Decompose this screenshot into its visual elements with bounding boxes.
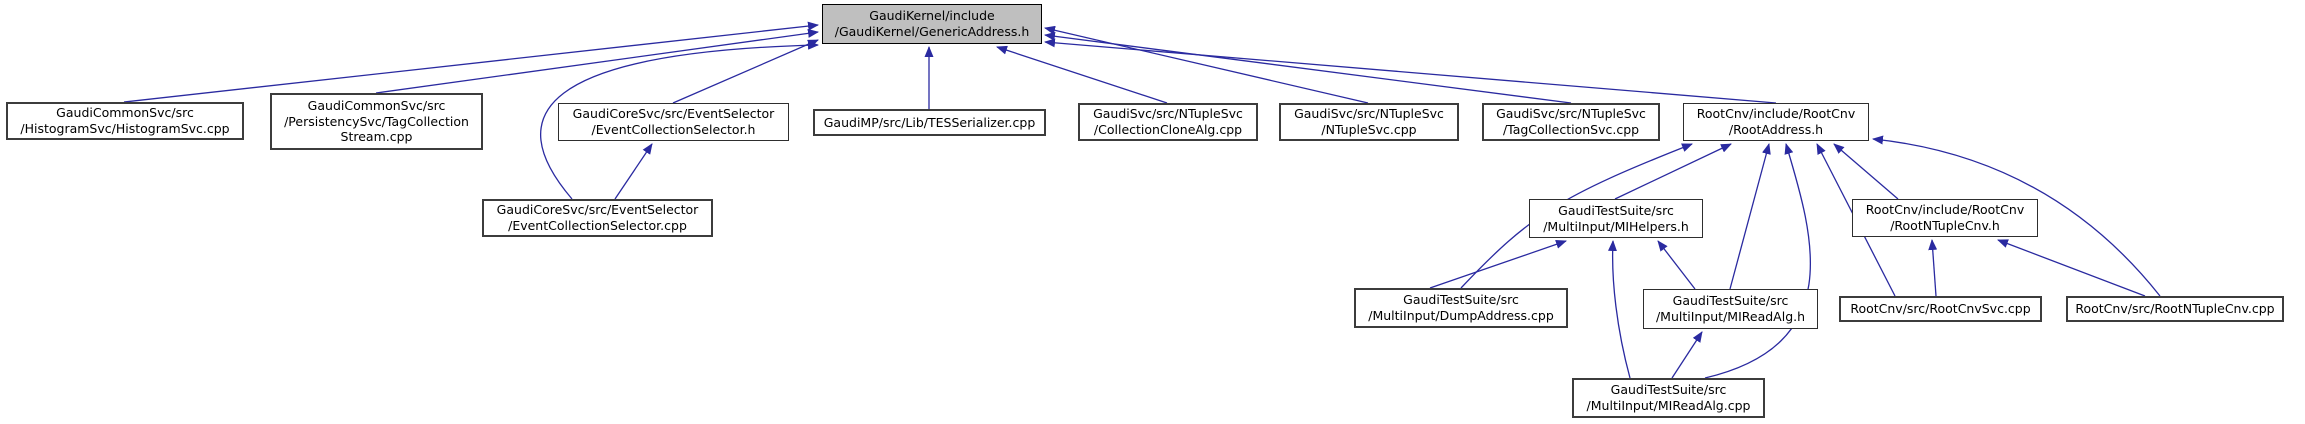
node-label-line: /MultiInput/DumpAddress.cpp <box>1368 308 1554 323</box>
edge-evcollsel-h--generic <box>672 39 819 104</box>
edge-evcollsel-cpp--generic <box>539 40 819 200</box>
edge-rootcnvsvc--rootntuplecnv-h <box>1928 239 1938 297</box>
node-label-line: GaudiTestSuite/src <box>1610 382 1727 398</box>
edge-dumpaddress--mihelpers <box>1429 240 1567 289</box>
node-label-line: /NTupleSvc.cpp <box>1321 122 1417 137</box>
node-label-line: /MultiInput/MIHelpers.h <box>1543 218 1689 234</box>
node-label-line: /CollectionCloneAlg.cpp <box>1093 122 1243 137</box>
node-label-line: GaudiMP/src/Lib/TESSerializer.cpp <box>823 114 1036 130</box>
edge-tagcollstream--generic <box>375 28 819 94</box>
edge-mireadalg-cpp--rootaddress <box>1704 143 1812 379</box>
node-tesserializer[interactable]: GaudiMP/src/Lib/TESSerializer.cpp <box>813 109 1046 136</box>
node-label-line: /HistogramSvc/HistogramSvc.cpp <box>20 121 230 136</box>
node-label-line: GaudiCommonSvc/src <box>56 105 194 121</box>
node-rootcnvsvc[interactable]: RootCnv/src/RootCnvSvc.cpp <box>1839 296 2042 322</box>
node-label-line: GaudiKernel/include <box>869 8 995 24</box>
node-label-line: /RootNTupleCnv.h <box>1890 218 2000 233</box>
node-label-line: GaudiCoreSvc/src/EventSelector <box>496 202 699 218</box>
edge-mireadalg-h--rootaddress <box>1729 143 1771 290</box>
edges-group <box>123 21 2161 379</box>
edge-rootntuplecnv-cpp--rootntuplecnv-h <box>1997 239 2146 297</box>
node-collclone[interactable]: GaudiSvc/src/NTupleSvc/CollectionCloneAl… <box>1078 103 1258 141</box>
node-label-line: RootCnv/src/RootNTupleCnv.cpp <box>2075 301 2275 317</box>
edge-histogramsvc--generic <box>123 21 819 103</box>
node-evcollsel-h[interactable]: GaudiCoreSvc/src/EventSelector/EventColl… <box>558 103 789 141</box>
node-evcollsel-cpp[interactable]: GaudiCoreSvc/src/EventSelector/EventColl… <box>482 199 713 237</box>
edge-mihelpers--rootaddress <box>1614 143 1732 200</box>
node-label-line: GaudiTestSuite/src <box>1672 293 1789 309</box>
node-dumpaddress[interactable]: GaudiTestSuite/src/MultiInput/DumpAddres… <box>1354 288 1568 328</box>
node-label-line: /TagCollectionSvc.cpp <box>1502 122 1640 137</box>
node-label-line: RootCnv/src/RootCnvSvc.cpp <box>1850 301 2031 317</box>
node-label-line: /MultiInput/MIReadAlg.cpp <box>1586 398 1751 413</box>
node-label-line: RootCnv/include/RootCnv <box>1865 202 2025 218</box>
node-mireadalg-h[interactable]: GaudiTestSuite/src/MultiInput/MIReadAlg.… <box>1643 289 1818 329</box>
node-label-line: GaudiCommonSvc/src <box>307 98 446 114</box>
node-mihelpers[interactable]: GaudiTestSuite/src/MultiInput/MIHelpers.… <box>1529 199 1703 238</box>
node-label-line: /EventCollectionSelector.cpp <box>508 218 687 233</box>
node-label-line: GaudiSvc/src/NTupleSvc <box>1496 106 1646 122</box>
edge-evcollsel-cpp--evcollsel-h <box>614 143 653 200</box>
edge-mireadalg-cpp--mihelpers <box>1607 240 1631 379</box>
node-label-line: Stream.cpp <box>340 129 413 145</box>
node-label-line: GaudiCoreSvc/src/EventSelector <box>572 106 775 122</box>
node-histogramsvc[interactable]: GaudiCommonSvc/src/HistogramSvc/Histogra… <box>6 102 244 140</box>
node-label-line: /GaudiKernel/GenericAddress.h <box>834 24 1030 39</box>
node-mireadalg-cpp[interactable]: GaudiTestSuite/src/MultiInput/MIReadAlg.… <box>1572 378 1765 418</box>
edge-rootntuplecnv-h--rootaddress <box>1833 143 1899 200</box>
node-label-line: /EventCollectionSelector.h <box>591 122 756 137</box>
edge-collclone--generic <box>996 45 1168 104</box>
edge-ntuplesvc--generic <box>1044 25 1369 104</box>
edge-rootaddress--generic <box>1044 38 1777 104</box>
node-tagcollsvc[interactable]: GaudiSvc/src/NTupleSvc/TagCollectionSvc.… <box>1482 103 1660 141</box>
node-label-line: RootCnv/include/RootCnv <box>1696 106 1856 122</box>
node-rootaddress[interactable]: RootCnv/include/RootCnv/RootAddress.h <box>1683 103 1869 141</box>
node-tagcollstream[interactable]: GaudiCommonSvc/src/PersistencySvc/TagCol… <box>270 93 483 150</box>
node-ntuplesvc[interactable]: GaudiSvc/src/NTupleSvc/NTupleSvc.cpp <box>1279 103 1459 141</box>
node-rootntuplecnv-h[interactable]: RootCnv/include/RootCnv/RootNTupleCnv.h <box>1852 199 2038 237</box>
node-label-line: GaudiSvc/src/NTupleSvc <box>1093 106 1243 122</box>
node-generic: GaudiKernel/include/GaudiKernel/GenericA… <box>822 4 1042 44</box>
node-rootntuplecnv-cpp[interactable]: RootCnv/src/RootNTupleCnv.cpp <box>2066 296 2284 322</box>
node-label-line: GaudiTestSuite/src <box>1403 292 1519 308</box>
node-label-line: /PersistencySvc/TagCollection <box>284 113 469 129</box>
node-label-line: /MultiInput/MIReadAlg.h <box>1655 309 1806 324</box>
edge-rootntuplecnv-cpp--rootaddress <box>1872 135 2161 297</box>
edge-tagcollsvc--generic <box>1044 31 1572 104</box>
node-label-line: GaudiTestSuite/src <box>1558 202 1674 218</box>
edge-mireadalg-cpp--mireadalg-h <box>1671 331 1703 379</box>
node-label-line: GaudiSvc/src/NTupleSvc <box>1294 106 1444 122</box>
node-label-line: /RootAddress.h <box>1728 122 1824 137</box>
edge-mireadalg-h--mihelpers <box>1657 240 1696 290</box>
